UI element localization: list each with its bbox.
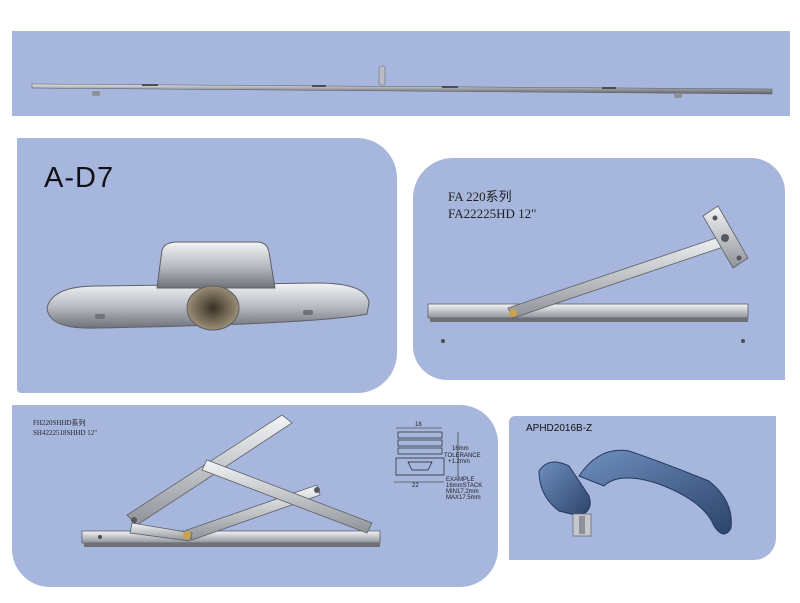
product-panel-fa220: FA 220系列 FA22225HD 12" <box>413 158 785 380</box>
example-value: 16mmSTACK <box>446 483 482 489</box>
product-panel-top <box>12 31 790 116</box>
model-label: SH4222518SHHD 12" <box>33 429 98 437</box>
dimension-top-label: 18 <box>415 422 422 428</box>
max-value: MAX17.5mm <box>446 495 481 501</box>
product-panel-aphd: APHD2016B-Z <box>509 416 776 560</box>
dimension-diagram: 18 22 16mm TOLERANCE +1.2mm EXAMPLE 16mm… <box>394 422 482 501</box>
min-value: MIN17.2mm <box>446 489 479 495</box>
example-label: EXAMPLE <box>446 477 474 483</box>
metal-bar-icon <box>31 65 773 98</box>
dimension-bottom-label: 22 <box>412 483 419 489</box>
lock-keeper-icon <box>46 241 370 331</box>
product-title: A-D7 <box>44 162 115 194</box>
series-label: FA 220系列 <box>448 189 512 204</box>
friction-stay-icon <box>81 414 381 547</box>
product-panel-ad7: A-D7 <box>17 138 397 393</box>
tolerance-value: +1.2mm <box>448 459 470 465</box>
model-label: FA22225HD 12" <box>448 206 537 221</box>
product-panel-fh220: FH220SHHD系列 SH4222518SHHD 12" 18 22 <box>12 405 498 587</box>
series-label: FH220SHHD系列 <box>33 419 86 427</box>
tolerance-label: TOLERANCE <box>444 453 481 459</box>
product-title: APHD2016B-Z <box>526 423 593 434</box>
size-label: 16mm <box>452 446 469 452</box>
handle-icon <box>538 449 732 537</box>
friction-stay-icon <box>427 205 749 343</box>
